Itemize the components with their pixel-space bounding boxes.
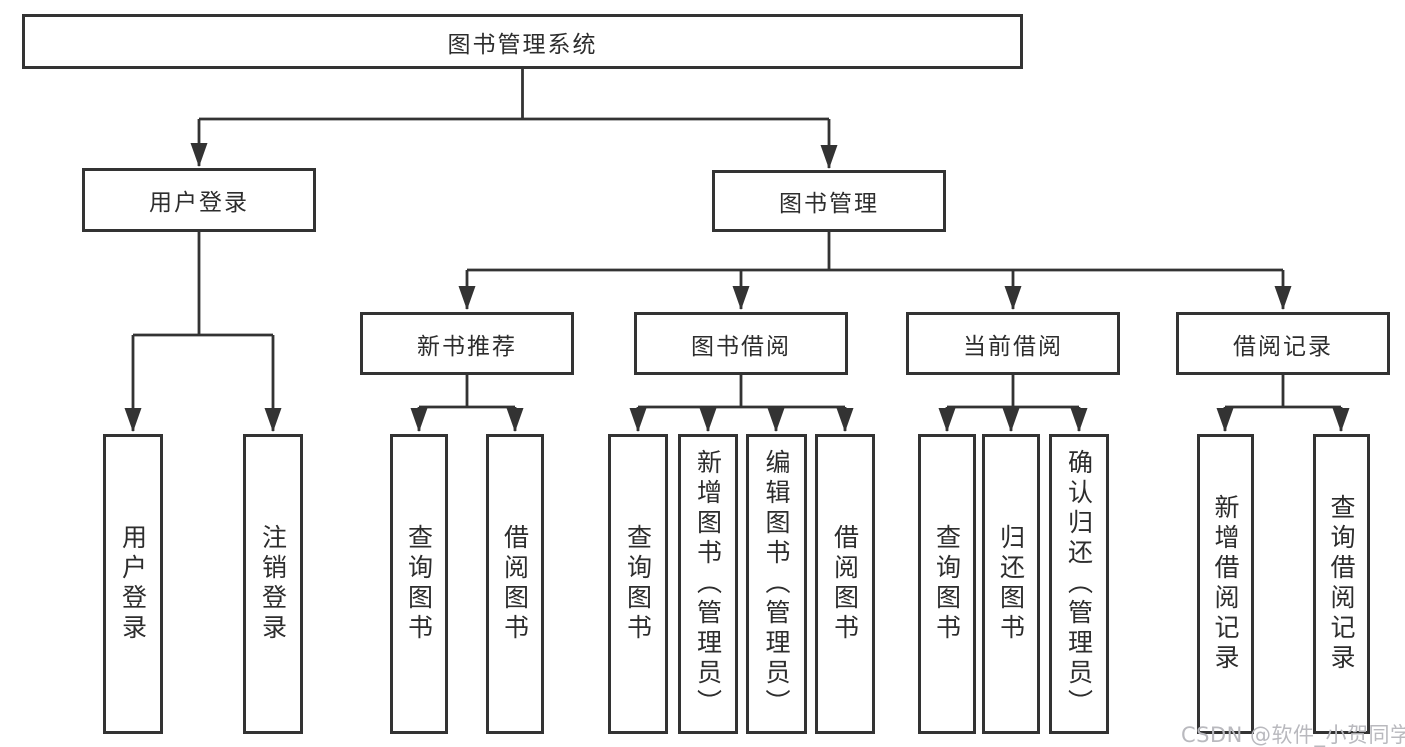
leaf-borrow-add-books-admin-label: 新增图书（管理员） (693, 449, 723, 719)
leaf-borrow-query-books-label: 查询图书 (623, 524, 653, 644)
leaf-current-return-books: 归还图书 (982, 434, 1040, 734)
node-new-book-recommend: 新书推荐 (360, 312, 574, 375)
leaf-record-query-borrow-record: 查询借阅记录 (1313, 434, 1370, 734)
csdn-watermark: CSDN @软件_小贺同学 (1181, 723, 1405, 747)
leaf-record-add-borrow-record-label: 新增借阅记录 (1211, 494, 1240, 674)
leaf-user-login-label: 用户登录 (118, 524, 148, 644)
node-book-management: 图书管理 (712, 170, 946, 232)
leaf-borrow-borrow-books: 借阅图书 (815, 434, 875, 734)
node-book-borrow: 图书借阅 (634, 312, 848, 375)
leaf-borrow-edit-books-admin-label: 编辑图书（管理员） (762, 449, 791, 719)
leaf-borrow-edit-books-admin: 编辑图书（管理员） (746, 434, 807, 734)
node-book-borrow-label: 图书借阅 (691, 333, 791, 360)
leaf-newbook-query-books: 查询图书 (390, 434, 448, 734)
leaf-logout-label: 注销登录 (258, 524, 288, 644)
leaf-user-login: 用户登录 (103, 434, 163, 734)
leaf-current-query-books: 查询图书 (918, 434, 976, 734)
node-book-management-label: 图书管理 (779, 191, 879, 217)
leaf-current-return-books-label: 归还图书 (996, 524, 1026, 644)
leaf-current-confirm-return-admin: 确认归还（管理员） (1049, 434, 1109, 734)
leaf-record-add-borrow-record: 新增借阅记录 (1197, 434, 1254, 734)
leaf-current-query-books-label: 查询图书 (932, 524, 962, 644)
leaf-newbook-query-books-label: 查询图书 (404, 524, 434, 644)
leaf-current-confirm-return-admin-label: 确认归还（管理员） (1064, 449, 1094, 719)
node-current-borrow: 当前借阅 (906, 312, 1120, 375)
node-user-login: 用户登录 (82, 168, 316, 232)
leaf-newbook-borrow-books: 借阅图书 (486, 434, 544, 734)
leaf-borrow-borrow-books-label: 借阅图书 (830, 524, 860, 644)
leaf-borrow-add-books-admin: 新增图书（管理员） (678, 434, 738, 734)
node-root-system-label: 图书管理系统 (447, 31, 598, 58)
leaf-newbook-borrow-books-label: 借阅图书 (500, 524, 530, 644)
leaf-borrow-query-books: 查询图书 (608, 434, 668, 734)
node-borrow-record: 借阅记录 (1176, 312, 1390, 375)
leaf-record-query-borrow-record-label: 查询借阅记录 (1327, 494, 1356, 674)
leaf-logout: 注销登录 (243, 434, 303, 734)
node-new-book-recommend-label: 新书推荐 (417, 333, 517, 360)
node-user-login-label: 用户登录 (149, 190, 249, 216)
node-borrow-record-label: 借阅记录 (1233, 333, 1333, 360)
node-current-borrow-label: 当前借阅 (963, 333, 1063, 360)
node-root-system: 图书管理系统 (22, 14, 1023, 69)
